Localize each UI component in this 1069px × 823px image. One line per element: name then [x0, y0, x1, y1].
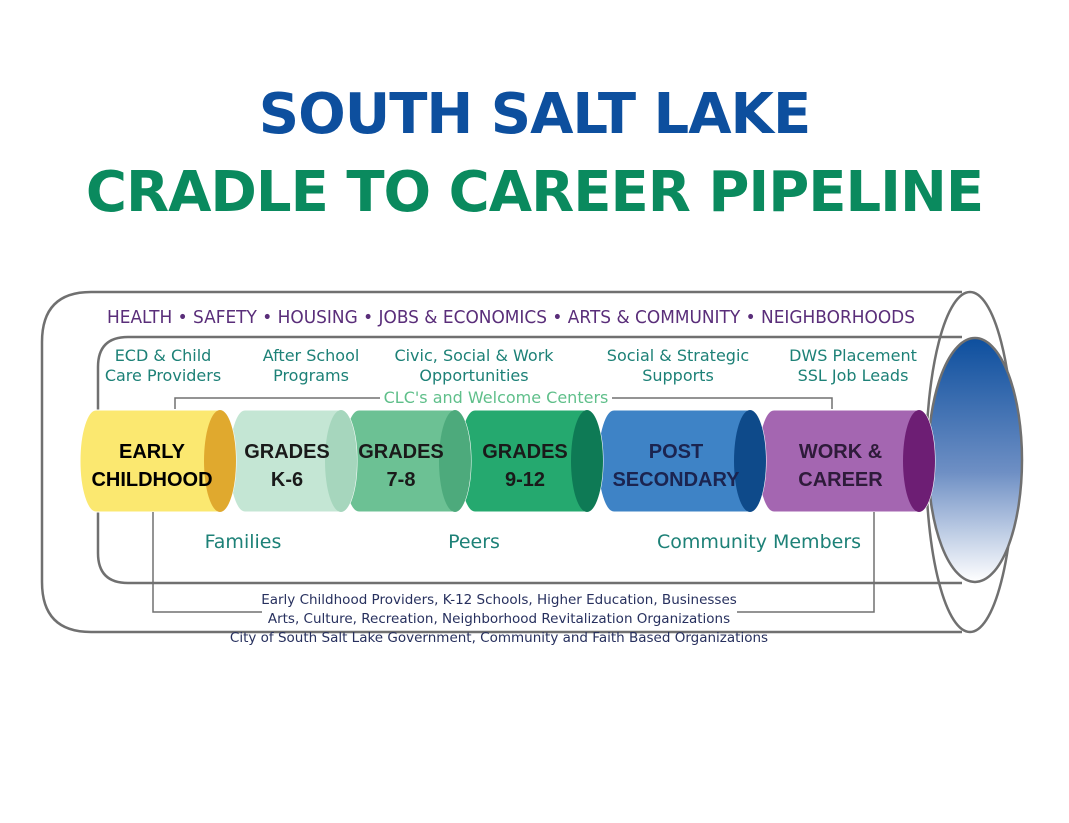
outer-band-text: HEALTH • SAFETY • HOUSING • JOBS & ECONO… — [107, 308, 915, 328]
partners-line-3: City of South Salt Lake Government, Comm… — [230, 630, 768, 646]
stage-label-line-2: K-6 — [271, 469, 303, 491]
stage-work-career: WORK & CAREER — [757, 409, 936, 513]
stage-label-line-2: 9-12 — [505, 469, 545, 491]
stage-post-secondary: POST SECONDARY — [597, 409, 767, 513]
support-2-line-2: Programs — [273, 366, 349, 385]
support-3-line-1: Civic, Social & Work — [394, 346, 554, 365]
people-labels: Families Peers Community Members — [205, 531, 861, 553]
support-5-line-1: DWS Placement — [789, 346, 917, 365]
partners-line-1: Early Childhood Providers, K-12 Schools,… — [261, 592, 737, 608]
centers-label: CLC's and Welcome Centers — [384, 388, 609, 407]
support-labels: ECD & Child Care Providers After School … — [105, 346, 917, 385]
title-line-2: CRADLE TO CAREER PIPELINE — [85, 160, 984, 225]
stage-grades-k-6: GRADES K-6 — [228, 409, 358, 513]
partners-bracket — [152, 512, 875, 613]
stage-label-line-2: 7-8 — [387, 469, 416, 491]
people-families: Families — [205, 531, 282, 553]
stage-label-line-1: EARLY — [119, 441, 186, 463]
support-2-line-1: After School — [263, 346, 360, 365]
stage-end-cap — [734, 410, 766, 512]
stage-label-line-1: GRADES — [482, 441, 568, 463]
stage-label-line-2: CAREER — [798, 469, 883, 491]
people-community: Community Members — [657, 531, 861, 553]
support-3-line-2: Opportunities — [419, 366, 528, 385]
stage-end-cap — [439, 410, 471, 512]
stage-label-line-1: GRADES — [244, 441, 330, 463]
stage-grades-9-12: GRADES 9-12 — [458, 409, 604, 513]
stage-cylinders: WORK &CAREERPOSTSECONDARYGRADES9-12GRADE… — [79, 409, 936, 513]
stage-label-line-2: CHILDHOOD — [91, 469, 212, 491]
support-5-line-2: SSL Job Leads — [798, 366, 909, 385]
stage-label-line-1: WORK & — [799, 441, 882, 463]
stage-early-childhood: EARLY CHILDHOOD — [79, 409, 237, 513]
stage-end-cap — [325, 410, 357, 512]
support-4-line-2: Supports — [642, 366, 714, 385]
stage-label-line-1: GRADES — [358, 441, 444, 463]
pipe-opening — [926, 336, 1024, 584]
stage-end-cap — [903, 410, 935, 512]
centers-bracket — [174, 397, 833, 409]
stage-end-cap — [571, 410, 603, 512]
stage-end-cap — [204, 410, 236, 512]
partner-labels: Early Childhood Providers, K-12 Schools,… — [230, 592, 768, 646]
stage-grades-7-8: GRADES 7-8 — [342, 409, 472, 513]
title-line-1: SOUTH SALT LAKE — [258, 82, 811, 147]
support-1-line-1: ECD & Child — [115, 346, 212, 365]
stage-label-line-1: POST — [649, 441, 703, 463]
support-4-line-1: Social & Strategic — [607, 346, 749, 365]
support-1-line-2: Care Providers — [105, 366, 221, 385]
partners-line-2: Arts, Culture, Recreation, Neighborhood … — [268, 611, 730, 627]
stage-label-line-2: SECONDARY — [612, 469, 740, 491]
people-peers: Peers — [448, 531, 500, 553]
